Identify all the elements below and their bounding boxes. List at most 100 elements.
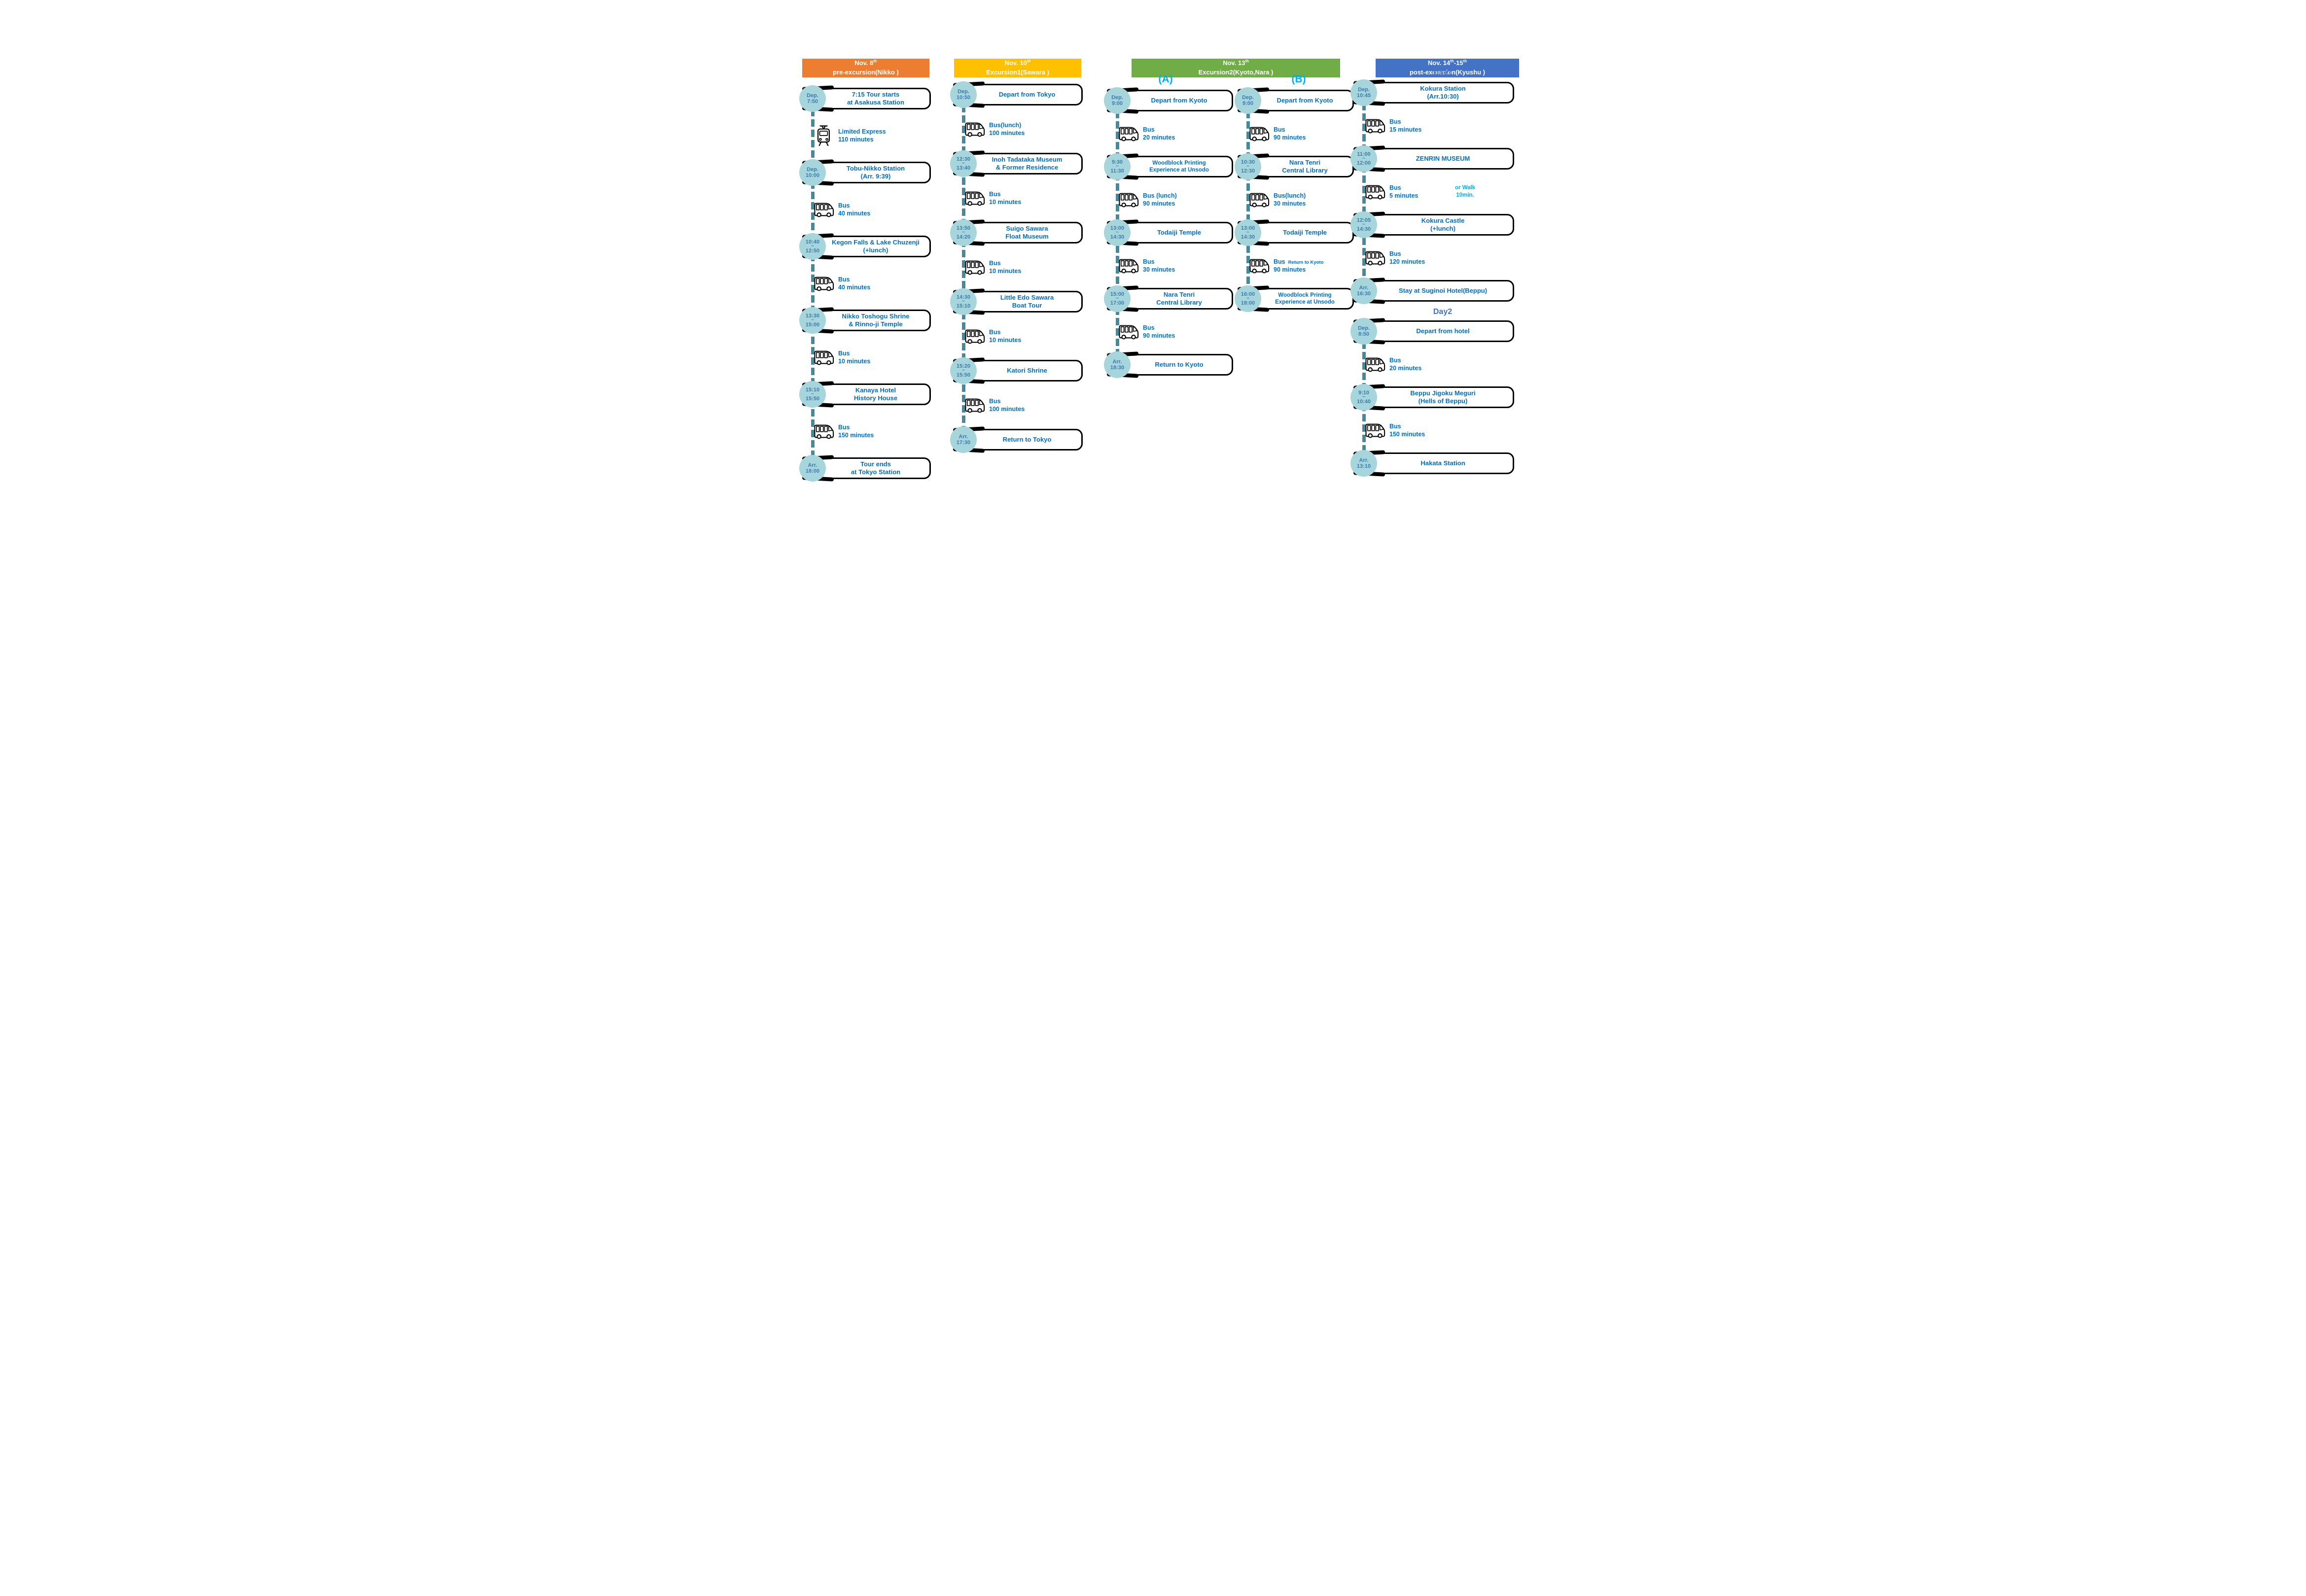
transfer-text: Bus xyxy=(989,398,1001,405)
transfer-line: 40 minutes xyxy=(838,209,870,217)
time-text: 15:00 xyxy=(1110,291,1125,297)
transfer-text: 100 minutes xyxy=(989,130,1025,137)
time-circle: Dep.8:50 xyxy=(1350,318,1377,345)
time-text: Dep. xyxy=(1358,86,1370,93)
time-text: Arr. xyxy=(958,433,968,440)
transfer-line: 10 minutes xyxy=(989,198,1021,206)
time-text: 14:30 xyxy=(956,294,971,300)
time-text: 12:30 xyxy=(956,156,971,162)
header-title: post-excursion(Kyushu ) xyxy=(1409,69,1486,76)
stop-title-line: Kokura Station xyxy=(1420,85,1466,93)
transfer-text: Bus xyxy=(838,350,850,357)
bus-icon xyxy=(1118,126,1139,141)
bus-icon xyxy=(964,328,986,344)
stop-title-line: (Arr.10:30) xyxy=(1427,93,1459,100)
time-text: 7:50 xyxy=(807,99,818,104)
time-text: 11:00 xyxy=(1357,151,1371,157)
transfer-line: 20 minutes xyxy=(1389,364,1421,372)
stop-title-line: ZENRIN MUSEUM xyxy=(1416,155,1470,163)
tilde-separator: ~ xyxy=(811,391,814,397)
transfer-text: Bus(lunch) xyxy=(1274,192,1306,199)
transfer-line: Bus xyxy=(989,328,1021,336)
transfer-line: 10 minutes xyxy=(838,357,870,365)
transfer-line: 150 minutes xyxy=(838,431,874,439)
time-text: 16:30 xyxy=(1356,291,1371,297)
time-text: 10:40 xyxy=(805,239,820,245)
time-circle: 13:00~14:30 xyxy=(1235,219,1261,246)
transfer-text: 5 minutes xyxy=(1389,192,1419,200)
time-text: 9:10 xyxy=(1358,389,1370,396)
stop-title-line: (Hells of Beppu) xyxy=(1418,397,1468,405)
transfer-text: Bus xyxy=(838,424,850,431)
transfer-text: Bus xyxy=(1143,324,1155,331)
transfer-text: 90 minutes xyxy=(1274,266,1306,274)
transfer-text: Bus xyxy=(838,202,850,209)
transfer-line: Bus xyxy=(838,202,870,209)
stop-title-line: Inoh Tadataka Museum xyxy=(992,156,1063,164)
time-circle: Arr.17:30 xyxy=(950,426,977,453)
transfer-text: Bus xyxy=(989,329,1001,336)
stop-title-line: at Asakusa Station xyxy=(847,99,904,106)
stop-title-line: Tour ends xyxy=(860,460,891,468)
transfer-text: 10 minutes xyxy=(989,337,1022,344)
time-text: 14:30 xyxy=(1110,234,1125,240)
timeline-dash xyxy=(1246,101,1250,299)
ordinal-sup: th xyxy=(873,59,877,64)
transfer-text: Bus(lunch) xyxy=(989,122,1022,129)
time-circle: 9:10~10:40 xyxy=(1350,384,1377,411)
time-circle: 15:00~17:00 xyxy=(1104,285,1131,312)
tilde-separator: ~ xyxy=(811,243,814,249)
time-text: 10:40 xyxy=(1356,398,1371,405)
time-text: 13:50 xyxy=(956,225,971,231)
time-text: 13:40 xyxy=(956,165,971,171)
tilde-separator: ~ xyxy=(811,317,814,323)
transfer-line: Bus xyxy=(1389,250,1425,258)
stop-title-line: Woodblock Printing xyxy=(1278,292,1332,298)
stop-title-line: (+lunch) xyxy=(1430,225,1455,232)
transfer-line: Bus xyxy=(989,190,1021,198)
transfer-text: 40 minutes xyxy=(838,284,871,291)
time-circle: 13:50~14:20 xyxy=(950,219,977,246)
time-text: 18:00 xyxy=(1241,300,1255,306)
bus-icon xyxy=(964,121,986,137)
ordinal-sup: th xyxy=(1027,59,1031,64)
stop-card: Beppu Jigoku Meguri(Hells of Beppu) xyxy=(1359,386,1514,408)
bus-icon xyxy=(814,276,835,291)
bus-icon xyxy=(1118,192,1139,208)
transfer-text: Bus xyxy=(1274,126,1285,133)
time-text: 14:20 xyxy=(956,234,971,240)
bus-icon xyxy=(1249,126,1270,141)
bus-icon xyxy=(964,190,986,206)
stop-title-line: Boat Tour xyxy=(1012,302,1042,309)
time-text: 10:30 xyxy=(1241,159,1255,165)
transfer-line: 40 minutes xyxy=(838,283,870,291)
transfer-text: Bus xyxy=(1389,250,1401,257)
stop-card: Kokura Station(Arr.10:30) xyxy=(1359,82,1514,104)
stop-title-line: Kokura Castle xyxy=(1421,217,1465,225)
header-title: pre-excursion(Nikko ) xyxy=(833,69,899,76)
stop-title-line: History House xyxy=(853,394,898,402)
transfer-text: Bus (lunch) xyxy=(1143,192,1177,199)
tilde-separator: ~ xyxy=(962,299,965,305)
tilde-separator: ~ xyxy=(1362,222,1365,228)
ordinal-sup: th xyxy=(1245,59,1249,64)
time-text: 10:00 xyxy=(805,173,820,178)
transfer-line: 90 minutes xyxy=(1274,266,1323,274)
time-text: 9:00 xyxy=(1111,101,1123,106)
stop-title-line: Tobu-Nikko Station xyxy=(846,165,905,173)
transfer-line: Limited Express xyxy=(838,128,886,136)
time-text: 12:50 xyxy=(805,247,820,254)
time-text: 15:50 xyxy=(805,395,820,402)
